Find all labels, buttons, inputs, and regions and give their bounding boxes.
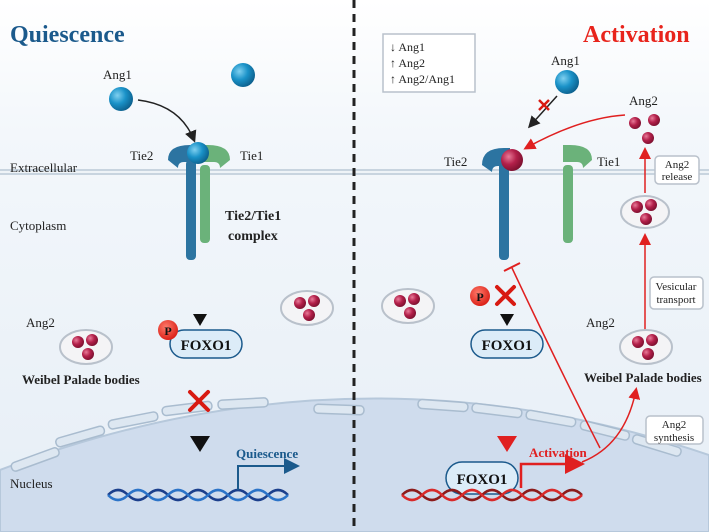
block-x-icon xyxy=(495,285,516,306)
ang1-molecule xyxy=(555,70,579,94)
left-gene-label: Quiescence xyxy=(236,446,298,461)
right-gene-label: Activation xyxy=(529,445,588,460)
ang1-blocked-arrow xyxy=(527,95,558,129)
left-ang1-label: Ang1 xyxy=(103,67,132,82)
legend-line-1: ↓ Ang1 xyxy=(390,40,425,54)
complex-label-1: Tie2/Tie1 xyxy=(225,209,281,224)
weibel-palade-body xyxy=(620,195,670,229)
inhibition-line xyxy=(511,267,601,449)
phospho-label-right: P xyxy=(476,290,483,304)
foxo1-cytoplasmic-right xyxy=(470,329,544,359)
ang1-molecule xyxy=(231,63,255,87)
right-weibel-label: Weibel Palade bodies xyxy=(584,370,702,385)
left-title: Quiescence xyxy=(10,22,125,48)
right-tie1-label: Tie1 xyxy=(597,154,620,169)
foxo1-cytoplasmic xyxy=(169,329,243,359)
nuclear-envelope xyxy=(10,397,682,472)
foxo1-nuclear-label: FOXO1 xyxy=(457,472,508,488)
right-ang2-label-top: Ang2 xyxy=(629,93,658,108)
label-cytoplasm: Cytoplasm xyxy=(10,218,66,233)
synthesis-arrow xyxy=(581,387,641,463)
phospho-label-left: P xyxy=(164,324,171,338)
ang2-molecule xyxy=(642,132,654,144)
right-ang2-label: Ang2 xyxy=(586,315,615,330)
right-ang1-label: Ang1 xyxy=(551,53,580,68)
legend-line-3: ↑ Ang2/Ang1 xyxy=(390,72,455,86)
left-tie2-label: Tie2 xyxy=(130,148,153,163)
block-x-icon xyxy=(538,99,550,111)
weibel-palade-body xyxy=(619,329,673,365)
tie1-receptor-right xyxy=(563,145,592,243)
ang2-molecule xyxy=(629,117,641,129)
foxo1-label-right: FOXO1 xyxy=(482,338,533,354)
phospho-marker xyxy=(158,320,178,340)
weibel-palade-body xyxy=(381,288,435,324)
right-title: Activation xyxy=(583,22,690,48)
vesicular-transport-box xyxy=(649,276,704,310)
complex-label-2: complex xyxy=(228,229,278,244)
label-nucleus: Nucleus xyxy=(10,476,53,491)
left-ang2-label: Ang2 xyxy=(26,315,55,330)
dna-strand-right xyxy=(401,488,583,502)
ang1-molecule xyxy=(109,87,133,111)
right-tie2-label: Tie2 xyxy=(444,154,467,169)
change-legend-box xyxy=(382,33,476,93)
synthesis-line2: synthesis xyxy=(654,432,694,444)
ang2-release-line2: release xyxy=(662,171,693,183)
ang1-binding-arrow xyxy=(137,99,197,143)
left-tie1-label: Tie1 xyxy=(240,148,263,163)
weibel-palade-body xyxy=(280,290,334,326)
transcription-arrow-left xyxy=(237,458,300,490)
ang2-release-line1: Ang2 xyxy=(665,159,689,171)
foxo1-label-left: FOXO1 xyxy=(181,338,232,354)
synthesis-line1: Ang2 xyxy=(662,419,686,431)
label-extracellular: Extracellular xyxy=(10,160,78,175)
ang1-bound xyxy=(187,142,209,164)
vesicular-line1: Vesicular xyxy=(656,281,697,293)
weibel-palade-body xyxy=(59,329,113,365)
ang2-bound xyxy=(501,149,523,171)
transcription-arrow-right xyxy=(519,454,585,488)
ang2-molecule xyxy=(648,114,660,126)
ang2-synthesis-box xyxy=(645,415,704,445)
vesicular-line2: transport xyxy=(656,294,695,306)
ang2-release-box xyxy=(654,155,700,185)
ang2-binding-arrow xyxy=(523,114,626,150)
legend-line-2: ↑ Ang2 xyxy=(390,56,425,70)
block-x-icon xyxy=(188,390,210,412)
dna-strand-left xyxy=(107,488,289,502)
left-weibel-label: Weibel Palade bodies xyxy=(22,372,140,387)
phospho-marker xyxy=(470,286,490,306)
